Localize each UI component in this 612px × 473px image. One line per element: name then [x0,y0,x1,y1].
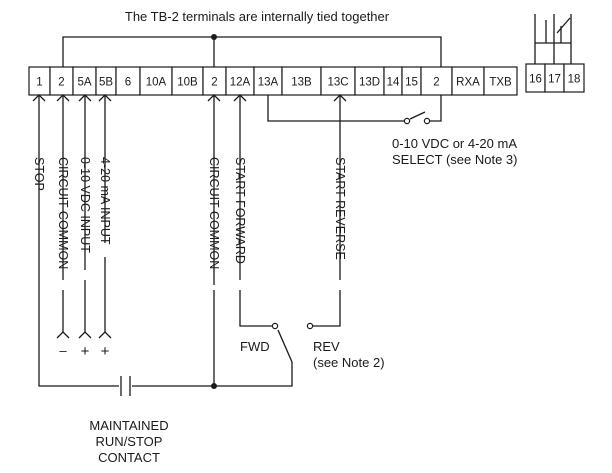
internal-tie-bus [62,34,442,67]
terminal-label: 13C [327,77,348,89]
terminal: 5B [95,66,117,96]
diagram-title: The TB-2 terminals are internally tied t… [125,9,390,24]
aux-terminal: 18 [563,63,585,93]
terminal-strip: 1 2 5A 5B 6 10A 10B 2 12A 13A 13B 13C 13D 14 15 2 RXA TXB [28,66,518,96]
terminal-box [139,66,173,96]
terminal: 13B [281,66,322,96]
terminal: 1 [28,66,51,96]
terminal-label: 2 [58,77,64,89]
terminal: 14 [383,66,403,96]
wire-labels: STOP CIRCUIT COMMON 0-10 VDC INPUT 4-20 … [32,157,347,269]
terminal: 2 [420,66,453,96]
terminal-label: 10A [146,77,167,89]
circuit-common-label-1: CIRCUIT COMMON [56,157,70,269]
terminal: 13A [253,66,283,96]
aux-terminal: 16 [525,63,546,93]
terminal-box [483,66,518,96]
start-forward-label: START FORWARD [233,157,247,264]
aux-terminal-label: 16 [529,74,542,86]
terminal-label: 10B [177,77,198,89]
terminal-label: 12A [230,77,251,89]
vdc-input-label: 0-10 VDC INPUT [78,157,92,253]
rev-label: REV [313,339,340,354]
terminal-label: 5B [99,77,113,89]
terminal-label: 1 [36,77,42,89]
select-note-line1: 0-10 VDC or 4-20 mA [392,136,517,151]
terminal-label: 14 [387,77,400,89]
terminal: 10B [171,66,204,96]
plus-polarity-1: + [81,343,90,360]
terminal: 6 [115,66,141,96]
relay-contact-symbol [534,14,572,64]
terminal: 2 [49,66,74,96]
terminal-label: 13B [291,77,312,89]
terminal: 12A [225,66,255,96]
ma-input-label: 4-20 mA INPUT [98,157,112,245]
terminal-label: 13A [258,77,279,89]
terminal: TXB [483,66,518,96]
terminal-label: 2 [211,77,217,89]
rev-note-label: (see Note 2) [313,355,385,370]
aux-terminal-label: 17 [548,74,561,86]
terminal: 13D [354,66,385,96]
terminal-label: 5A [77,77,91,89]
aux-terminal-box [563,63,585,93]
terminal-label: 15 [405,77,418,89]
aux-terminal: 17 [544,63,565,93]
terminal-box [171,66,204,96]
terminal: 10A [139,66,173,96]
terminal: 5A [72,66,97,96]
terminal-box [451,66,485,96]
terminal-box [320,66,356,96]
contact-label-line3: CONTACT [98,450,160,465]
contact-label-line1: MAINTAINED [89,418,168,433]
connector-chevrons [32,94,347,339]
terminal: 2 [202,66,227,96]
terminal-label: RXA [456,77,480,89]
terminal: 15 [401,66,422,96]
circuit-common-label-2: CIRCUIT COMMON [207,157,221,269]
terminal-box [354,66,385,96]
start-reverse-label: START REVERSE [333,157,347,260]
fwd-label: FWD [240,339,270,354]
aux-terminal-label: 18 [568,74,581,86]
terminal-label: 2 [433,77,439,89]
stop-label: STOP [32,157,46,191]
terminal: RXA [451,66,485,96]
field-wiring [38,95,442,396]
terminal-label: TXB [489,77,512,89]
terminal-label: 6 [125,77,131,89]
contact-label-line2: RUN/STOP [96,434,163,449]
aux-terminal-strip: 16 17 18 [525,63,585,93]
plus-polarity-2: + [101,343,110,360]
terminal-label: 13D [359,77,380,89]
terminal: 13C [320,66,356,96]
select-note-line2: SELECT (see Note 3) [392,152,517,167]
minus-polarity: – [59,343,67,358]
terminal-box [253,66,283,96]
